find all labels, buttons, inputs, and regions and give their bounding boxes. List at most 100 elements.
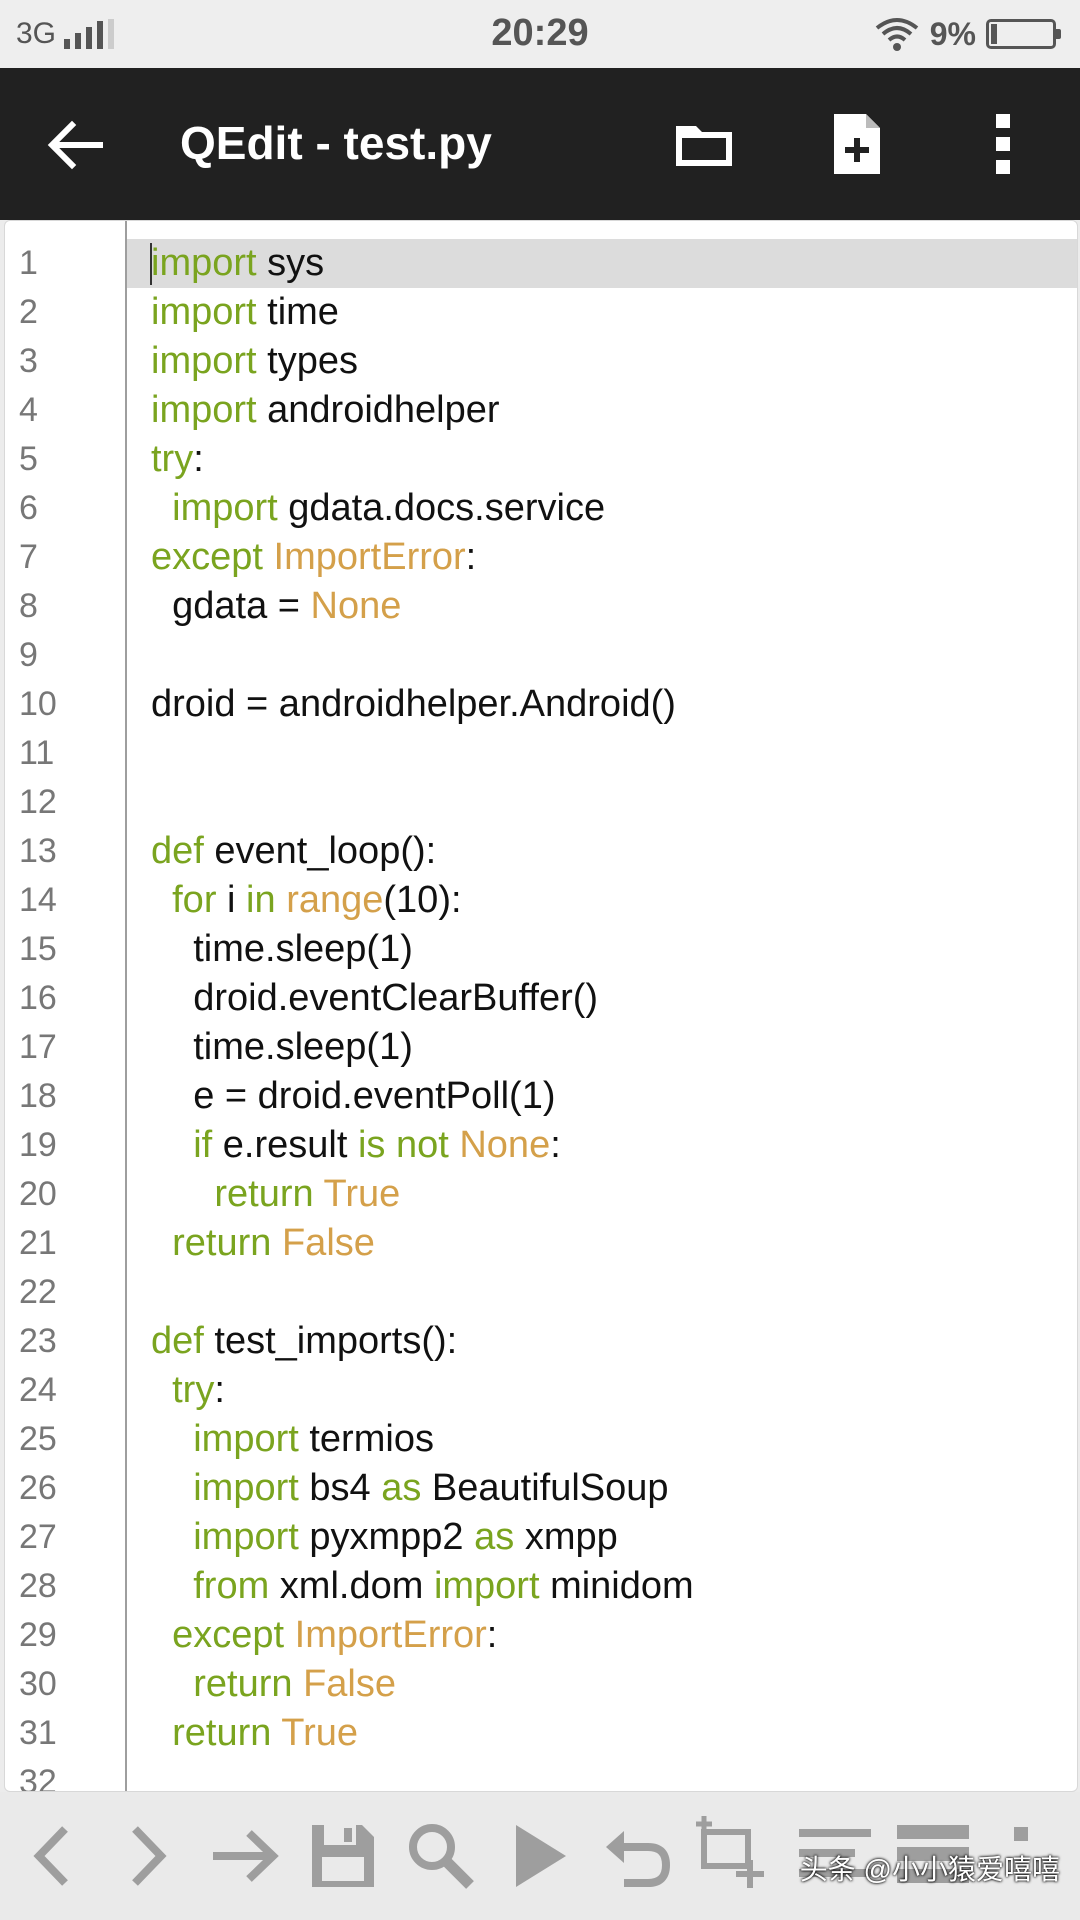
code-line[interactable]: 14 for i in range(10): [5, 876, 1077, 925]
text-token: test_imports(): [203, 1320, 458, 1362]
code-line[interactable]: 23 def test_imports(): [5, 1317, 1077, 1366]
app-bar: QEdit - test.py [0, 68, 1080, 220]
search-icon[interactable] [396, 1810, 486, 1902]
code-line[interactable]: 27 import pyxmpp2 as xmpp [5, 1513, 1077, 1562]
code-line[interactable]: 8 gdata = None [5, 582, 1077, 631]
builtin-token: ImportError [273, 536, 466, 578]
network-status: 3G [16, 16, 115, 52]
line-number: 2 [19, 293, 38, 331]
more-icon[interactable] [986, 1810, 1056, 1902]
text-token [151, 1124, 193, 1166]
line-number: 11 [19, 734, 55, 772]
line-number: 7 [19, 538, 38, 576]
line-code: def event_loop(): [151, 827, 436, 876]
text-token: droid = androidhelper.Android() [151, 683, 676, 725]
code-line[interactable]: 21 return False [5, 1219, 1077, 1268]
code-line[interactable]: 26 import bs4 as BeautifulSoup [5, 1464, 1077, 1513]
keyword-token: return [193, 1663, 293, 1705]
builtin-token: None [459, 1124, 551, 1166]
keyword-token: import [193, 1467, 299, 1509]
code-line[interactable]: 2 import time [5, 288, 1077, 337]
save-icon[interactable] [298, 1810, 388, 1902]
code-line[interactable]: 6 import gdata.docs.service [5, 484, 1077, 533]
line-code: try: [151, 435, 204, 484]
code-line[interactable]: 31 return True [5, 1709, 1077, 1758]
line-code: import time [151, 288, 339, 337]
battery-fill [991, 24, 997, 44]
code-line[interactable]: 11 [5, 729, 1077, 778]
line-number: 25 [19, 1420, 57, 1458]
keyword-token: from [193, 1565, 270, 1607]
text-token: types [256, 340, 358, 382]
builtin-token: True [281, 1712, 359, 1754]
new-file-icon[interactable] [820, 108, 892, 180]
code-line[interactable]: 19 if e.result is not None: [5, 1121, 1077, 1170]
undo-icon[interactable] [592, 1810, 682, 1902]
code-line[interactable]: 16 droid.eventClearBuffer() [5, 974, 1077, 1023]
code-line[interactable]: 30 return False [5, 1660, 1077, 1709]
text-token [151, 1712, 172, 1754]
line-number: 12 [19, 783, 57, 821]
code-line[interactable]: 17 time.sleep(1) [5, 1023, 1077, 1072]
code-line[interactable]: 15 time.sleep(1) [5, 925, 1077, 974]
line-code: def test_imports(): [151, 1317, 457, 1366]
status-right: 9% [874, 14, 1061, 54]
next-icon[interactable] [102, 1810, 192, 1902]
builtin-token: True [323, 1173, 401, 1215]
keyword-token: except [172, 1614, 285, 1656]
code-line[interactable]: 25 import termios [5, 1415, 1077, 1464]
text-token: e = droid.eventPoll(1) [151, 1075, 556, 1117]
text-token: xml.dom [269, 1565, 434, 1607]
text-token [314, 1173, 324, 1215]
signal-icon [64, 19, 115, 49]
text-token: : [465, 536, 477, 578]
code-line[interactable]: 32 [5, 1758, 1077, 1791]
line-code: gdata = None [151, 582, 401, 631]
text-token [284, 1614, 295, 1656]
code-line[interactable]: 22 [5, 1268, 1077, 1317]
text-token [151, 1222, 172, 1264]
code-line[interactable]: 29 except ImportError: [5, 1611, 1077, 1660]
prev-icon[interactable] [8, 1810, 98, 1902]
line-number: 26 [19, 1469, 57, 1507]
code-line[interactable]: 24 try: [5, 1366, 1077, 1415]
back-arrow-icon[interactable] [40, 110, 110, 180]
line-number: 23 [19, 1322, 57, 1360]
code-line[interactable]: 9 [5, 631, 1077, 680]
text-token: : [486, 1614, 498, 1656]
align-icon[interactable] [790, 1810, 880, 1902]
text-token [263, 536, 274, 578]
builtin-token: False [303, 1663, 396, 1705]
line-code: try: [151, 1366, 225, 1415]
code-line[interactable]: 20 return True [5, 1170, 1077, 1219]
code-line[interactable]: 18 e = droid.eventPoll(1) [5, 1072, 1077, 1121]
add-snippet-icon[interactable] [690, 1810, 780, 1902]
gutter-divider [125, 221, 127, 1791]
line-code: return True [151, 1170, 400, 1219]
bottom-toolbar: 头条 @小小猿爱嘻嘻 [0, 1792, 1080, 1920]
line-number: 20 [19, 1175, 57, 1213]
text-token: : [193, 438, 204, 480]
folder-icon[interactable] [668, 108, 740, 180]
more-vert-icon[interactable] [968, 108, 1040, 180]
goto-icon[interactable] [200, 1810, 290, 1902]
format-icon[interactable] [888, 1810, 978, 1902]
keyword-token: import [151, 291, 257, 333]
line-code: if e.result is not None: [151, 1121, 561, 1170]
keyword-token: return [214, 1173, 314, 1215]
run-icon[interactable] [494, 1810, 584, 1902]
code-line[interactable]: 12 [5, 778, 1077, 827]
keyword-token: as [474, 1516, 515, 1558]
code-line[interactable]: 28 from xml.dom import minidom [5, 1562, 1077, 1611]
text-token: time.sleep(1) [151, 928, 413, 970]
line-code: import androidhelper [151, 386, 500, 435]
